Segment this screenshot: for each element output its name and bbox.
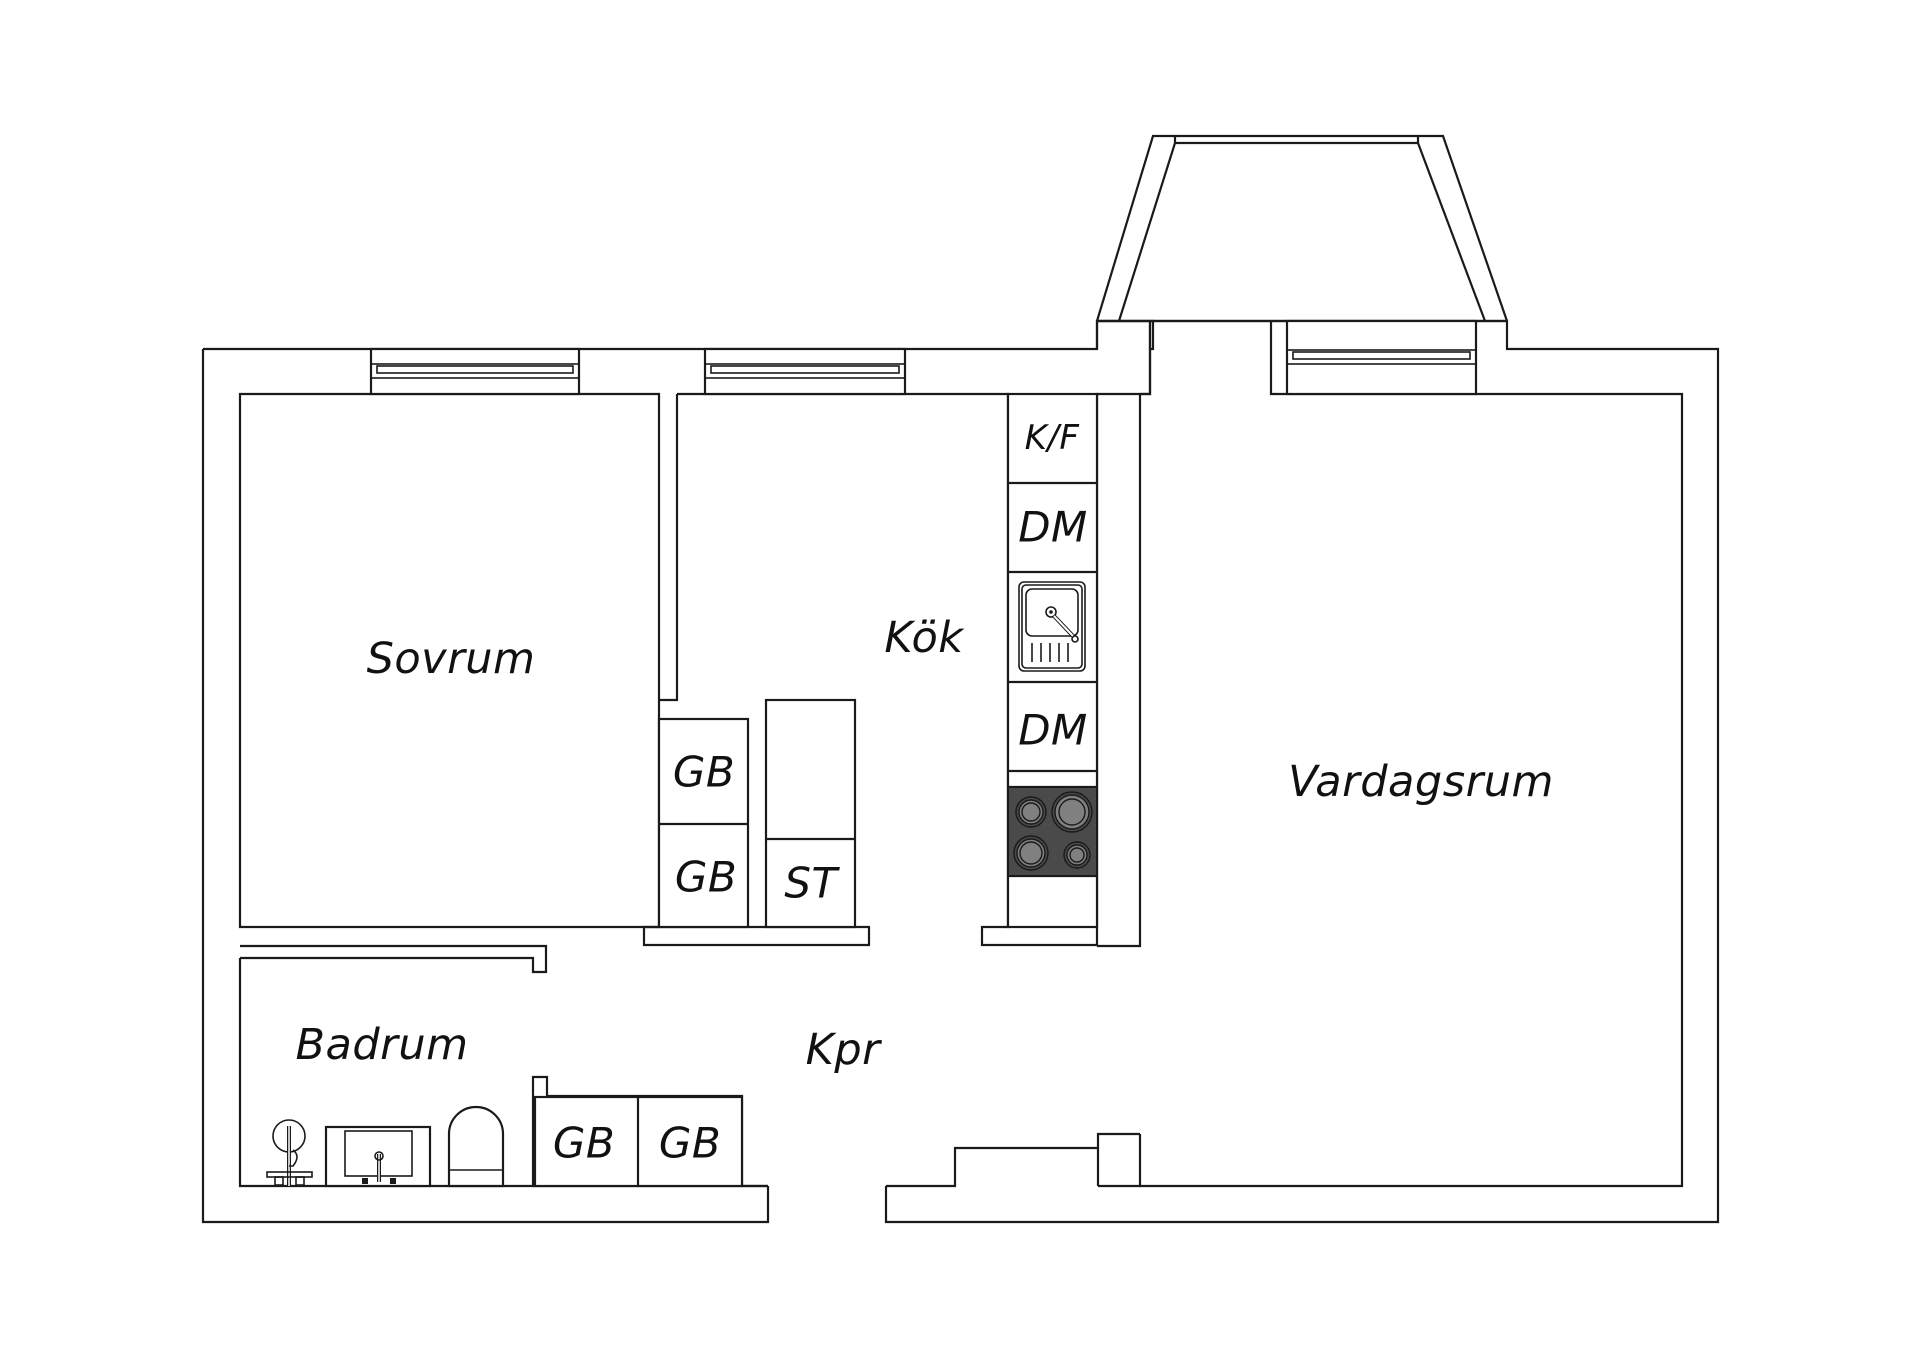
shower-icon <box>266 1119 313 1186</box>
washbasin-icon <box>324 1125 432 1188</box>
fixture-label-st: ST <box>784 858 838 908</box>
fixture-label-gb-hall-left: GB <box>552 1118 616 1168</box>
fixture-label-gb-kitchen-upper: GB <box>672 747 736 797</box>
window-sovrum <box>369 347 581 396</box>
kitchen-sink-icon <box>1018 581 1086 672</box>
kitchen-wardrobes <box>657 698 857 929</box>
window-vardagsrum <box>1285 319 1478 396</box>
toilet-icon <box>447 1105 505 1188</box>
room-label-kok: Kök <box>884 613 964 663</box>
hall-wardrobes <box>533 1095 744 1188</box>
room-label-vardagsrum: Vardagsrum <box>1288 757 1554 807</box>
window-kok <box>703 347 907 396</box>
room-label-sovrum: Sovrum <box>366 634 536 684</box>
fixture-label-gb-hall-right: GB <box>658 1118 722 1168</box>
room-label-badrum: Badrum <box>295 1020 469 1070</box>
fixture-label-gb-kitchen-lower: GB <box>674 852 738 902</box>
balcony <box>1095 134 1509 323</box>
stove-icon <box>1007 786 1098 877</box>
fixture-label-kf: K/F <box>1024 418 1080 458</box>
fixture-label-dm-upper: DM <box>1018 502 1088 552</box>
room-label-kpr: Kpr <box>805 1025 881 1075</box>
fixture-label-dm-lower: DM <box>1018 705 1088 755</box>
